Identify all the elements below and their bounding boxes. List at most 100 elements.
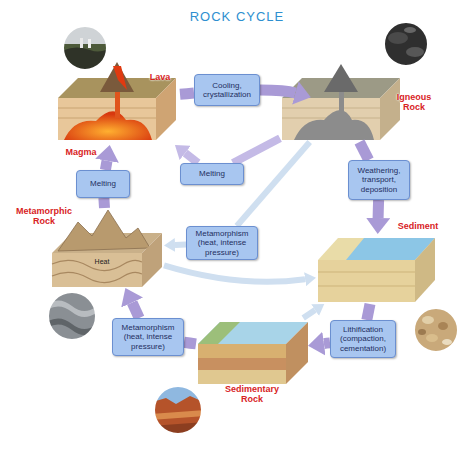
- block-side: [156, 78, 176, 140]
- rock-block: Igneous Rock: [280, 70, 402, 142]
- process-label: Lithification (compaction, cementation): [333, 325, 393, 354]
- photo-band: [46, 300, 98, 317]
- igneous-conduit: [339, 92, 344, 118]
- strata-band: [198, 370, 286, 384]
- volcano-cone: [324, 64, 358, 92]
- lava-flow: [113, 66, 127, 90]
- photo-highlight: [404, 27, 416, 33]
- rock-label: Metamorphic Rock: [14, 206, 74, 226]
- photo-canyon: [152, 384, 204, 436]
- igneous-block-art: [282, 64, 400, 140]
- sedimentary-block-art: [198, 322, 308, 384]
- cycle-arrow: [260, 90, 295, 93]
- cycle-arrow: [303, 310, 315, 318]
- photo-igneous-rock: [382, 20, 432, 70]
- process-box: Cooling, crystallization: [194, 74, 260, 106]
- strata-line: [58, 108, 156, 109]
- cycle-arrow: [175, 242, 186, 248]
- block-side: [415, 238, 435, 302]
- strata-line: [282, 108, 380, 109]
- cycle-arrow: [184, 342, 196, 344]
- rock-label: Igneous Rock: [394, 92, 434, 112]
- photo-pebble: [426, 334, 438, 342]
- rock-label: Magma: [61, 147, 101, 157]
- photo-ground: [412, 306, 462, 356]
- photo-highlight: [406, 47, 424, 57]
- cycle-arrow: [98, 198, 110, 208]
- rock-block: Metamorphic RockHeat: [50, 208, 164, 288]
- photo-pebble: [418, 329, 426, 335]
- rock-label: Sedimentary Rock: [222, 384, 282, 404]
- process-box: Metamorphism (heat, intense pressure): [186, 226, 258, 260]
- process-label: Metamorphism (heat, intense pressure): [115, 323, 181, 352]
- photo-layer: [152, 410, 204, 420]
- magma-conduit: [115, 92, 120, 118]
- block-front: [52, 253, 142, 287]
- cycle-arrow: [105, 161, 107, 170]
- strata-line: [318, 272, 415, 273]
- process-label: Metamorphism (heat, intense pressure): [189, 229, 255, 258]
- photo-frame: [48, 292, 96, 340]
- photo-frame: [414, 308, 458, 352]
- strata-band: [198, 344, 286, 358]
- volcano-cone: [100, 62, 134, 92]
- photo-pebble: [442, 339, 452, 345]
- magma-block-art: [58, 62, 176, 140]
- block-side: [380, 78, 400, 140]
- photo-gravel: [412, 306, 462, 356]
- fold-line: [52, 272, 142, 282]
- process-label: Cooling, crystallization: [197, 81, 257, 100]
- rock-block: Sedimentary Rock: [196, 318, 308, 386]
- block-top: [318, 238, 435, 260]
- cycle-arrow: [373, 200, 385, 218]
- photo-rock: [382, 20, 432, 70]
- block-front: [318, 260, 415, 302]
- photo-frame: [384, 22, 428, 66]
- rock-label: Sediment: [396, 221, 440, 231]
- photo-pebble: [422, 316, 434, 324]
- photo-frame: [154, 386, 202, 434]
- process-label: Weathering, transport, deposition: [351, 166, 407, 195]
- cycle-arrow: [233, 138, 280, 163]
- photo-figure: [80, 38, 83, 48]
- process-box: Weathering, transport, deposition: [348, 160, 410, 200]
- cycle-arrow: [132, 303, 139, 319]
- rock-block: LavaMagma: [55, 55, 180, 145]
- photo-metamorphic-rock: [46, 290, 98, 342]
- photo-frame: [63, 26, 107, 70]
- cycle-arrow: [185, 153, 198, 163]
- cycle-arrow: [367, 304, 370, 320]
- block-side: [142, 233, 162, 287]
- magma-chamber: [64, 111, 152, 140]
- cycle-arrow: [164, 265, 305, 281]
- photo-rock: [46, 290, 98, 342]
- process-box: Lithification (compaction, cementation): [330, 320, 396, 358]
- mountains: [58, 210, 150, 251]
- photo-highlight: [388, 32, 408, 44]
- photo-cliff: [152, 396, 204, 436]
- photo-figure: [88, 39, 91, 48]
- process-label: Melting: [90, 179, 116, 189]
- process-label: Melting: [199, 169, 225, 179]
- strata-band: [198, 358, 286, 370]
- cycle-arrow: [180, 93, 194, 94]
- shore: [198, 322, 240, 344]
- process-box: Metamorphism (heat, intense pressure): [112, 318, 184, 356]
- heat-label: Heat: [90, 258, 114, 266]
- sediment-block-art: [318, 238, 435, 302]
- diagram-title: ROCK CYCLE: [0, 9, 474, 24]
- cycle-arrow: [360, 142, 369, 160]
- rock-label: Lava: [145, 72, 175, 82]
- photo-lava-field: [60, 24, 110, 74]
- rock-block: Sediment: [316, 234, 438, 304]
- igneous-intrusion: [294, 110, 374, 140]
- process-box: Melting: [76, 170, 130, 198]
- block-side: [286, 322, 308, 384]
- photo-pebble: [438, 322, 448, 330]
- block-front: [58, 98, 156, 140]
- block-front: [282, 98, 380, 140]
- metamorphic-block-art: [52, 210, 162, 287]
- strata-line: [318, 286, 415, 287]
- process-box: Melting: [180, 163, 244, 185]
